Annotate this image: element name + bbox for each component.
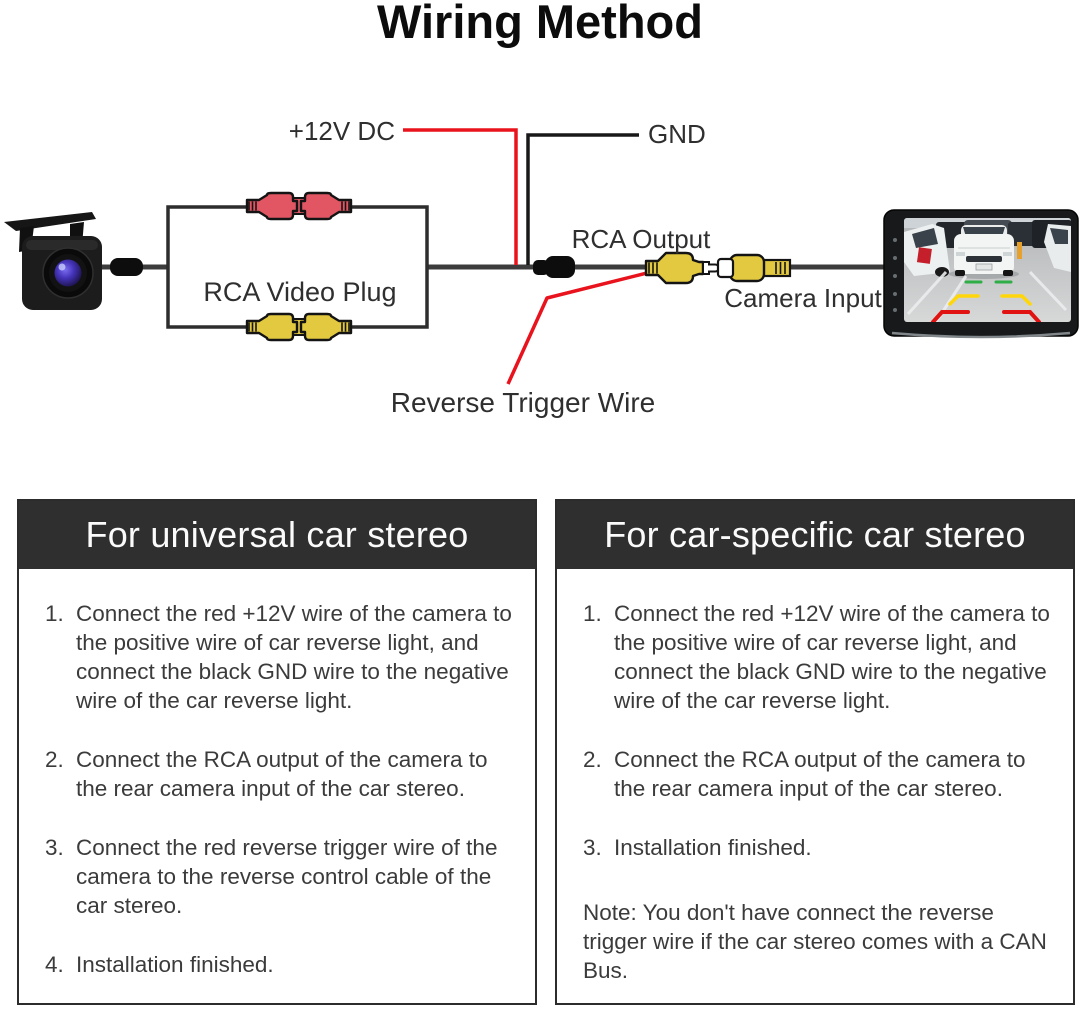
panel-universal-stereo: For universal car stereo 1. Connect the … xyxy=(17,499,537,1005)
instruction-item: 2. Connect the RCA output of the camera … xyxy=(45,745,515,803)
item-text: Installation finished. xyxy=(76,952,274,977)
wiring-diagram xyxy=(4,128,1079,385)
item-number: 1. xyxy=(583,601,602,626)
item-text: Connect the red +12V wire of the camera … xyxy=(76,601,512,713)
panel-car-specific-stereo: For car-specific car stereo 1. Connect t… xyxy=(555,499,1075,1005)
ferrite-bead-icon xyxy=(110,258,143,276)
rca-video-plug-box xyxy=(166,205,429,329)
instruction-item: 1. Connect the red +12V wire of the came… xyxy=(583,599,1053,715)
reverse-trigger-label: Reverse Trigger Wire xyxy=(390,387,656,418)
page-title: Wiring Method xyxy=(377,0,703,48)
panel-universal-body: 1. Connect the red +12V wire of the came… xyxy=(19,569,535,979)
panel-universal-header: For universal car stereo xyxy=(19,501,535,569)
item-text: Connect the RCA output of the camera to … xyxy=(614,747,1026,801)
panel-car-specific-body: 1. Connect the red +12V wire of the came… xyxy=(557,569,1073,985)
item-text: Connect the RCA output of the camera to … xyxy=(76,747,488,801)
rca-video-plug-label: RCA Video Plug xyxy=(203,277,397,307)
panel-car-specific-header: For car-specific car stereo xyxy=(557,501,1073,569)
rca-male-plug-icon xyxy=(644,251,720,285)
item-text: Connect the red +12V wire of the camera … xyxy=(614,601,1050,713)
rca-output-label: RCA Output xyxy=(571,224,711,254)
backup-camera-icon xyxy=(4,212,102,310)
instruction-item: 4. Installation finished. xyxy=(45,950,515,979)
ground-label: GND xyxy=(648,119,706,149)
camera-input-label: Camera Input xyxy=(724,283,882,313)
item-number: 1. xyxy=(45,601,64,626)
instruction-item: 3. Installation finished. xyxy=(583,833,1053,862)
power-label: +12V DC xyxy=(288,116,395,146)
instruction-item: 3. Connect the red reverse trigger wire … xyxy=(45,833,515,920)
power-wire xyxy=(403,128,518,265)
item-number: 3. xyxy=(45,835,64,860)
item-text: Connect the red reverse trigger wire of … xyxy=(76,835,498,918)
item-text: Installation finished. xyxy=(614,835,812,860)
car-stereo-display-icon xyxy=(883,209,1079,339)
instruction-item: 2. Connect the RCA output of the camera … xyxy=(583,745,1053,803)
item-number: 2. xyxy=(45,747,64,772)
ground-wire xyxy=(526,133,639,265)
instruction-item: 1. Connect the red +12V wire of the came… xyxy=(45,599,515,715)
rca-female-jack-icon xyxy=(716,253,792,283)
item-number: 3. xyxy=(583,835,602,860)
rear-view-parking-guidelines-icon xyxy=(904,218,1071,322)
yellow-bullet-connector-pair-icon xyxy=(245,312,353,342)
reverse-trigger-wire xyxy=(506,270,652,385)
red-bullet-connector-pair-icon xyxy=(245,191,353,221)
cable-junction-icon xyxy=(533,256,575,278)
note-text: Note: You don't have connect the reverse… xyxy=(583,900,1047,983)
item-number: 4. xyxy=(45,952,64,977)
item-number: 2. xyxy=(583,747,602,772)
